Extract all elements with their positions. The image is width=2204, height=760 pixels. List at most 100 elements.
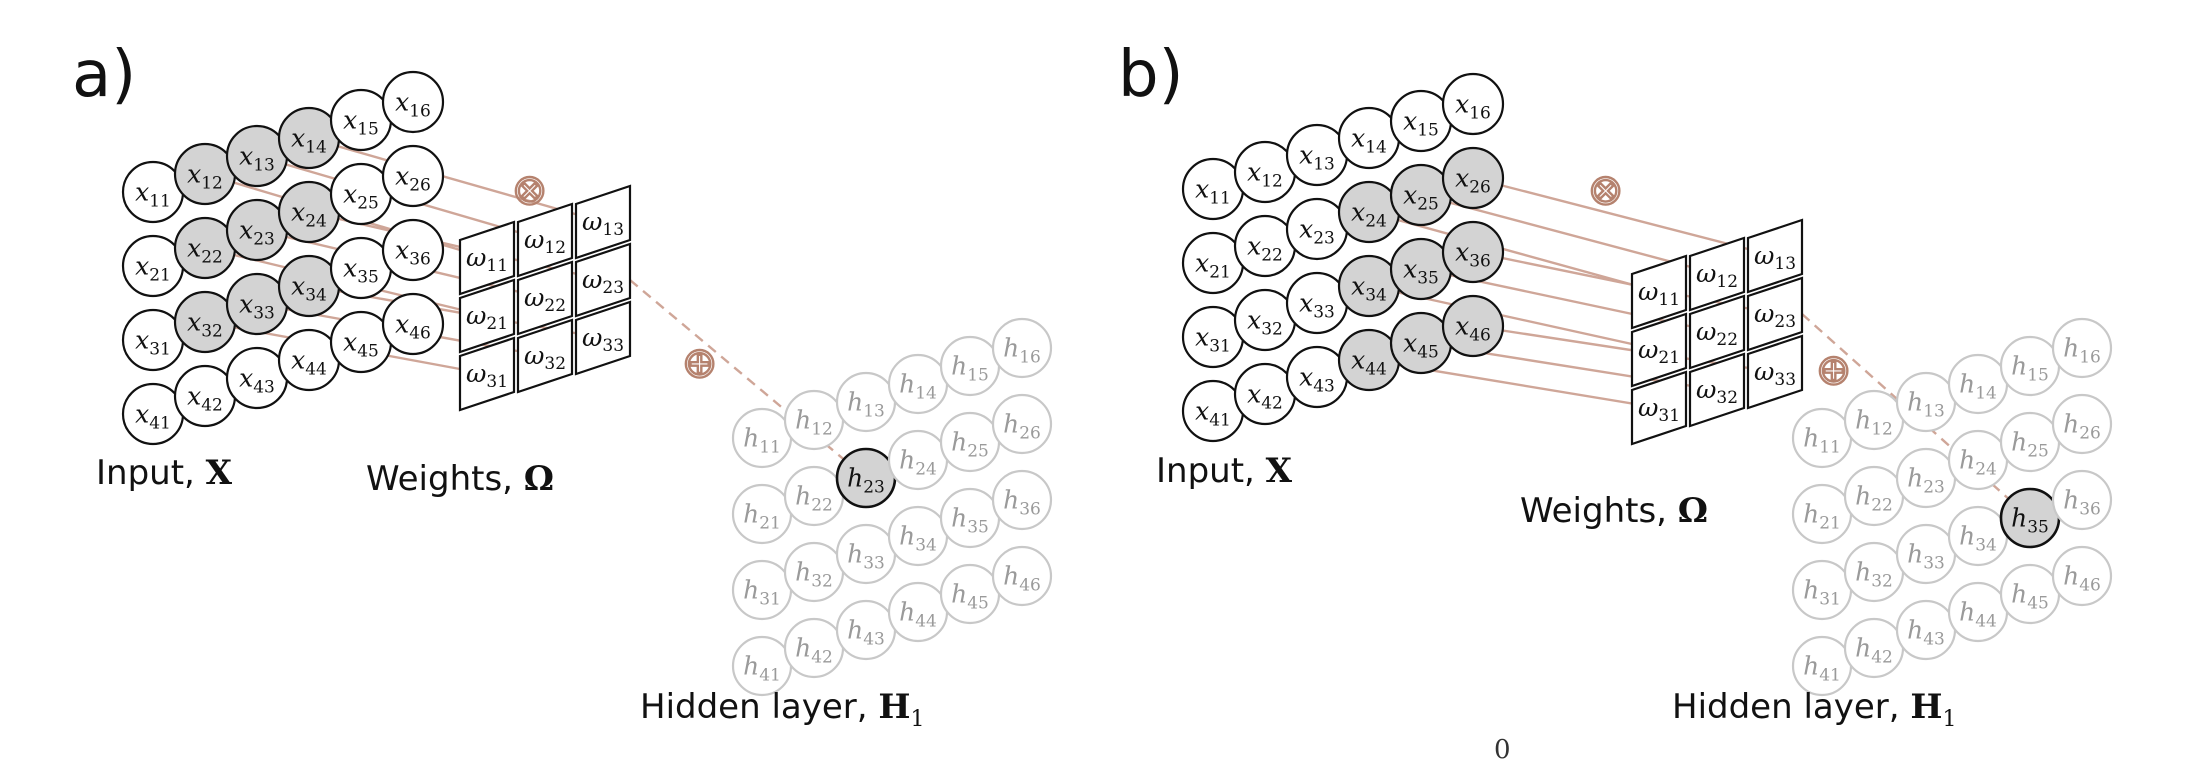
panel-b-weights-caption-text: Weights, [1520,491,1678,531]
node-subscript: 22 [201,247,223,267]
node-label: h25 [2011,427,2049,461]
node-subscript: 16 [409,101,431,121]
panel-b-multiply-icon: ⊗ [1588,165,1623,214]
node-subscript: 36 [2079,499,2101,519]
node-subscript: 12 [1716,272,1738,292]
node-subscript: 45 [2027,593,2049,613]
node-subscript: 44 [1365,359,1387,379]
weight-cell [458,278,516,354]
weight-cell [516,202,574,278]
node-subscript: 41 [759,665,781,685]
panel-a-hidden-caption-text: Hidden layer, [640,687,878,727]
node-subscript: 13 [253,155,275,175]
node-subscript: 41 [1819,665,1841,685]
node-subscript: 45 [967,593,989,613]
panel-a-hidden-grid: h11h12h13h14h15h16h21h22h23h24h25h26h31h… [731,317,1053,697]
node-label: ω33 [1754,357,1796,390]
node-subscript: 26 [1469,177,1491,197]
panel-a-input-caption: Input, X [96,453,233,493]
node-subscript: 33 [602,336,624,356]
weight-cell [574,184,632,260]
node-subscript: 21 [149,265,171,285]
input-node [381,144,445,208]
panel-b-input-grid: x11x12x13x14x15x16x21x22x23x24x25x26x31x… [1181,72,1505,443]
hidden-node [2051,469,2113,531]
weight-cell [516,318,574,394]
panel-a-hidden-symbol: H [878,687,910,727]
node-subscript: 12 [811,419,833,439]
hidden-node [991,317,1053,379]
node-subscript: 42 [1871,647,1893,667]
hidden-node [991,545,1053,607]
node-subscript: 44 [305,359,327,379]
node-subscript: 36 [409,249,431,269]
node-subscript: 12 [544,238,566,258]
node-subscript: 16 [1019,347,1041,367]
weight-cell [1688,236,1746,312]
panel-a-label: a) [72,38,136,112]
node-subscript: 22 [1871,495,1893,515]
node-subscript: 46 [409,323,431,343]
panel-a-hidden-caption: Hidden layer, H1 [640,687,925,732]
node-subscript: 11 [149,191,171,211]
node-subscript: 45 [1417,342,1439,362]
node-subscript: 31 [486,372,508,392]
node-subscript: 35 [357,267,379,287]
node-subscript: 14 [915,383,937,403]
node-subscript: 35 [1417,268,1439,288]
panel-a-weights-caption: Weights, Ω [366,459,554,499]
node-label: h41 [743,651,781,685]
input-node-highlighted [1441,146,1505,210]
node-subscript: 33 [1774,370,1796,390]
weight-cell [574,300,632,376]
node-subscript: 32 [544,354,566,374]
node-subscript: 11 [1658,290,1680,310]
node-subscript: 33 [253,303,275,323]
node-subscript: 33 [1313,302,1335,322]
node-subscript: 15 [1417,120,1439,140]
node-subscript: 11 [759,437,781,457]
panel-b-label: b) [1118,38,1184,112]
node-subscript: 34 [1365,285,1387,305]
node-subscript: 32 [201,321,223,341]
node-label: h21 [743,499,781,533]
node-subscript: 13 [1313,154,1335,174]
panel-a-weights-symbol: Ω [524,459,554,499]
panel-b-hidden-caption-text: Hidden layer, [1672,687,1910,727]
node-subscript: 24 [1365,211,1387,231]
panel-b-hidden-grid: h11h12h13h14h15h16h21h22h23h24h25h26h31h… [1791,317,2113,697]
node-subscript: 32 [811,571,833,591]
node-subscript: 11 [1819,437,1841,457]
weight-cell [458,336,516,412]
node-label: x24 [291,197,327,231]
panel-a-multiply-icon: ⊗ [512,165,547,214]
node-label: x21 [135,251,171,285]
panel-b-hidden-symbol: H [1910,687,1942,727]
node-subscript: 31 [759,589,781,609]
node-subscript: 25 [2027,441,2049,461]
node-subscript: 32 [1871,571,1893,591]
hidden-node [991,393,1053,455]
weight-cell [1746,334,1804,410]
input-node [381,292,445,356]
node-subscript: 24 [1975,459,1997,479]
hidden-node [2051,393,2113,455]
input-node [1441,72,1505,136]
node-subscript: 22 [544,296,566,316]
node-subscript: 14 [1975,383,1997,403]
node-label: x35 [343,253,379,287]
panel-a-add-icon: ⊕ [682,338,717,387]
node-subscript: 35 [2027,517,2049,537]
node-label: h13 [1907,387,1945,421]
node-subscript: 21 [1819,513,1841,533]
node-subscript: 44 [915,611,937,631]
weight-cell [574,242,632,318]
node-label: h14 [899,369,937,403]
node-label: ω31 [466,359,508,392]
node-subscript: 24 [915,459,937,479]
panel-a-input-symbol: X [206,453,233,493]
